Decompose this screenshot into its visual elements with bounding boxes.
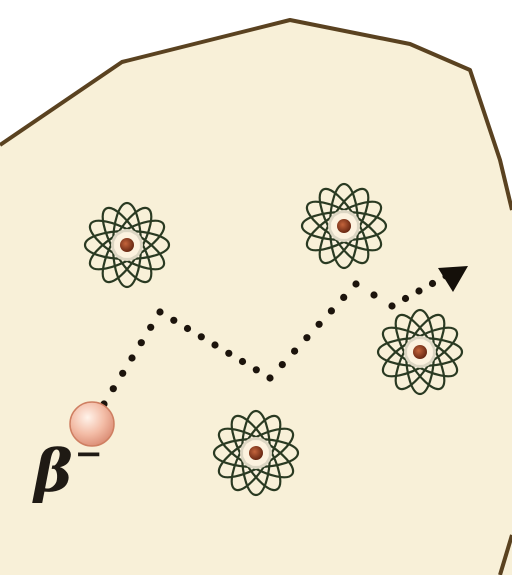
path-dot xyxy=(415,287,422,294)
path-dot xyxy=(253,366,260,373)
path-dot xyxy=(170,317,177,324)
path-dot xyxy=(110,385,117,392)
beta-minus-label: β− xyxy=(34,442,103,500)
path-dot xyxy=(147,324,154,331)
path-dot xyxy=(156,308,163,315)
path-dot xyxy=(119,370,126,377)
path-dot xyxy=(370,291,377,298)
path-dot xyxy=(184,325,191,332)
path-dot xyxy=(388,302,395,309)
path-dot xyxy=(402,295,409,302)
path-dot xyxy=(279,361,286,368)
path-dot xyxy=(239,358,246,365)
path-dot xyxy=(328,307,335,314)
beta-charge: − xyxy=(75,434,104,474)
beta-symbol: β xyxy=(34,437,73,505)
path-dot xyxy=(128,354,135,361)
path-dot xyxy=(303,334,310,341)
path-dot xyxy=(352,280,359,287)
path-dot xyxy=(198,333,205,340)
path-dot xyxy=(429,280,436,287)
path-dot xyxy=(340,294,347,301)
path-dot xyxy=(211,341,218,348)
path-dot xyxy=(316,321,323,328)
path-dot xyxy=(138,339,145,346)
path-dot xyxy=(225,350,232,357)
path-dot xyxy=(291,348,298,355)
path-dot xyxy=(266,374,273,381)
